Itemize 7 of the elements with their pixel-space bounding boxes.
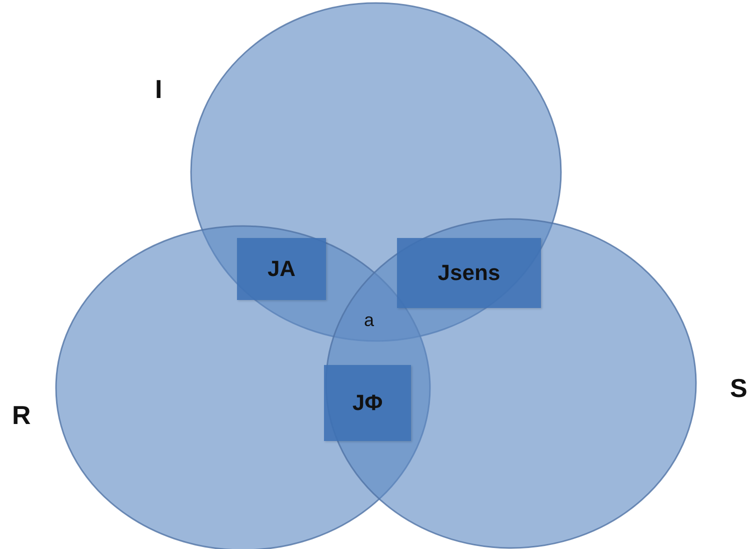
set-label: S	[730, 373, 748, 404]
set-label: I	[155, 74, 162, 105]
label-box: JΦ	[324, 365, 411, 441]
set-label: R	[12, 400, 31, 431]
label-box: Jsens	[397, 238, 541, 308]
label-box: JA	[237, 238, 326, 300]
region-label: a	[364, 310, 374, 331]
